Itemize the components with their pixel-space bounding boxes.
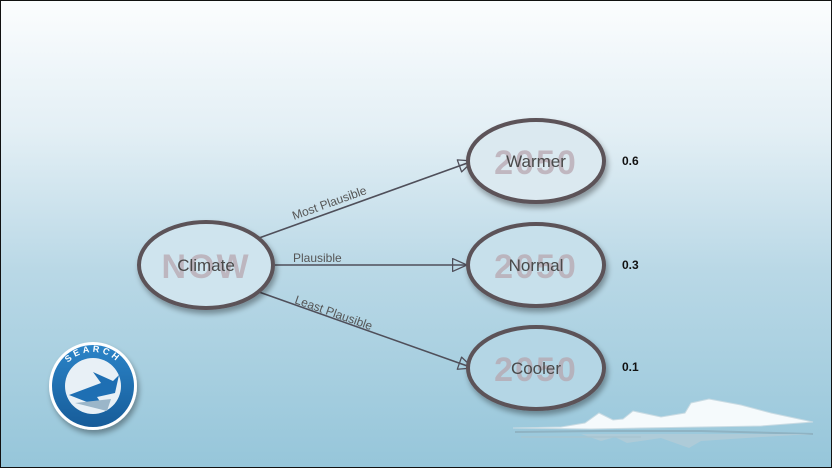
- node-warmer-label: Warmer: [506, 152, 566, 171]
- node-cooler-watermark: 2050: [494, 351, 578, 389]
- edge-label-plausible: Plausible: [293, 251, 342, 265]
- probability-warmer: 0.6: [622, 154, 639, 168]
- node-warmer: 2050 Warmer: [466, 118, 606, 204]
- node-normal-label: Normal: [509, 256, 564, 275]
- edge-now-warmer: [258, 159, 474, 239]
- node-warmer-watermark: 2050: [494, 144, 578, 182]
- node-now-label: Climate: [177, 256, 235, 275]
- node-now-watermark: NOW: [161, 248, 250, 286]
- probability-normal: 0.3: [622, 258, 639, 272]
- node-cooler: 2050 Cooler: [466, 325, 606, 411]
- search-logo-icon: SEARCH: [49, 342, 137, 430]
- edge-now-cooler: [258, 291, 474, 370]
- edge-label-least-plausible: Least Plausible: [293, 293, 375, 333]
- iceberg-illustration-icon: [512, 398, 814, 448]
- node-normal: 2050 Normal: [466, 222, 606, 308]
- probability-cooler: 0.1: [622, 360, 639, 374]
- node-now: NOW Climate: [137, 220, 275, 310]
- node-normal-watermark: 2050: [494, 248, 578, 286]
- node-cooler-label: Cooler: [511, 359, 561, 378]
